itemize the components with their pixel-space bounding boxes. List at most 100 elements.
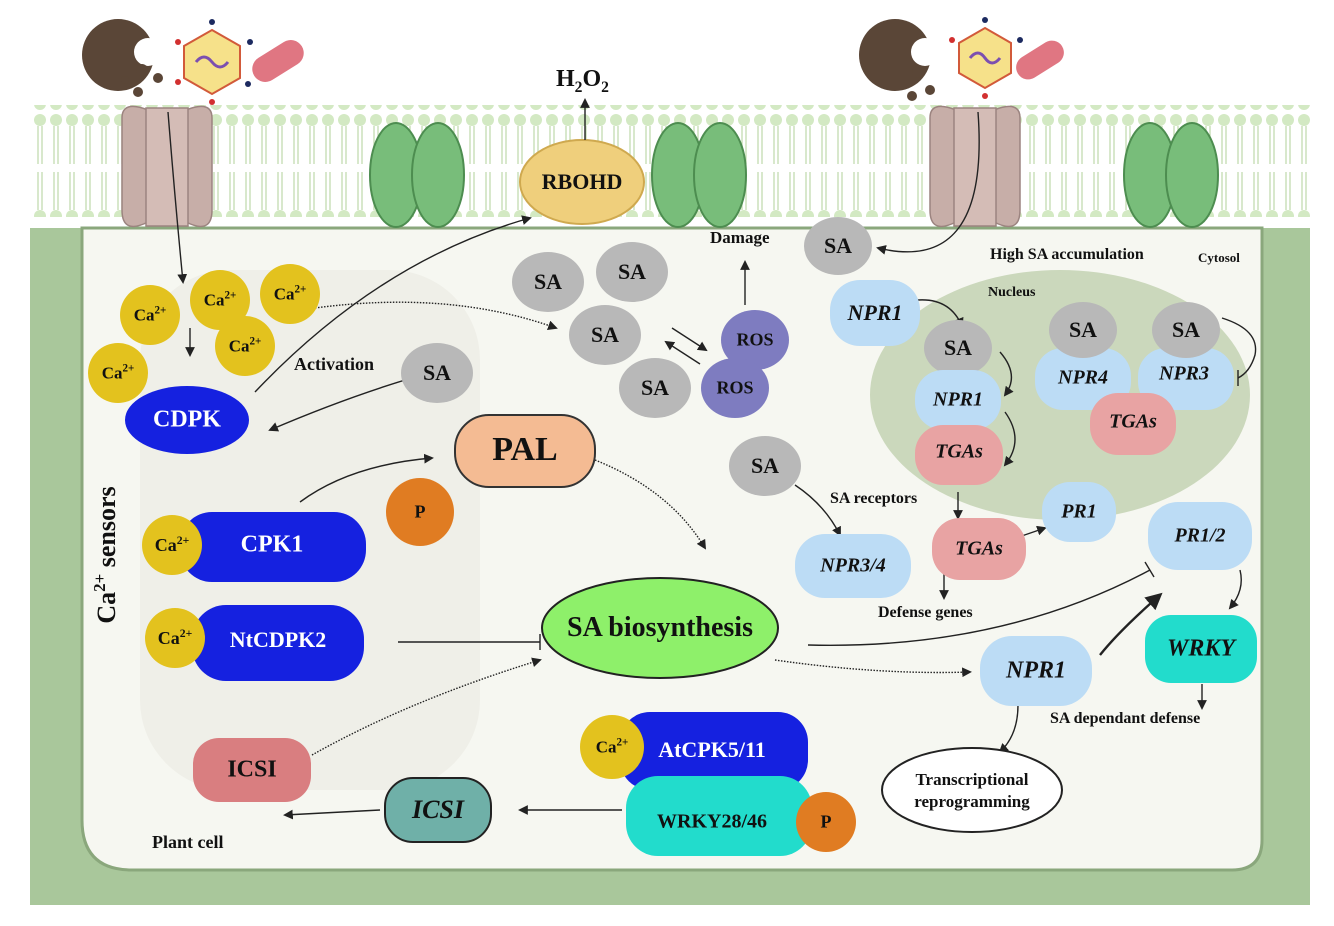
sa-cytosol — [804, 217, 872, 275]
npr1-label: NPR1 — [933, 388, 983, 411]
arrow-pr12-to-wrky — [1228, 569, 1242, 610]
ion-channel-right — [929, 105, 1021, 228]
cytosol-label: Cytosol — [1198, 250, 1240, 265]
arrow-icsi-gene-to-protein — [283, 809, 381, 820]
arrow-sa-npr1-step2 — [1003, 411, 1016, 467]
ca-ion — [190, 270, 250, 330]
cdpk-label: CDPK — [153, 406, 221, 433]
npr1-label: NPR1 — [847, 300, 903, 325]
sa-biosynthesis-label: SA biosynthesis — [567, 612, 753, 643]
pr1-label: PR1 — [1061, 500, 1097, 523]
high-sa-label: High SA accumulation — [990, 246, 1144, 263]
ion-channel-left — [121, 105, 213, 228]
sa-label: SA — [422, 360, 452, 385]
arrow-sa-npr1-step1 — [999, 351, 1014, 397]
sa-label: SA — [750, 453, 780, 478]
arrow-icsi-protein-to-sabio — [311, 657, 542, 756]
ca-label: Ca2+ — [203, 289, 237, 310]
ros-label: ROS — [736, 329, 774, 350]
p-label: P — [820, 811, 832, 832]
arrow-cdpk-to-rbohd — [254, 215, 532, 393]
npr1-cytosol-node — [830, 280, 920, 346]
defense-genes-label: Defense genes — [878, 604, 973, 621]
tgas-nucleus-node — [915, 425, 1003, 485]
sa-label: SA — [640, 375, 670, 400]
arrow-pal-to-sabio — [594, 459, 707, 550]
pr12-label: PR1/2 — [1174, 524, 1226, 547]
ca-ion — [260, 264, 320, 324]
cpk1-node — [180, 512, 366, 582]
membrane-protein-1 — [369, 122, 465, 228]
reprogramming-label: reprogramming — [914, 792, 1030, 811]
sa-receptor-sa — [729, 436, 801, 496]
pr1-node — [1042, 482, 1116, 542]
sa-npr4 — [1049, 302, 1117, 358]
cpk1-label: CPK1 — [240, 531, 304, 558]
pal-node — [454, 414, 596, 488]
sa-dependant-label: SA dependant defense — [1050, 710, 1201, 727]
nucleus-label: Nucleus — [988, 285, 1036, 300]
ntcdpk2-node — [192, 605, 364, 681]
npr4-label: NPR4 — [1058, 366, 1108, 389]
arrow-npr1-to-pr12 — [1099, 592, 1163, 656]
npr34-label: NPR3/4 — [820, 554, 886, 577]
wrky-label: WRKY — [1166, 635, 1236, 662]
ros-label: ROS — [716, 377, 754, 398]
wrky2846-label: WRKY28/46 — [657, 810, 767, 833]
ca-sensors-label: Ca2+ sensors — [90, 486, 121, 624]
arrow-channel-to-sa-cytosol — [876, 111, 980, 255]
icsi-gene-label: ICSI — [411, 795, 465, 824]
effector-molecule-icon — [175, 19, 253, 105]
npr4-node — [1035, 348, 1131, 410]
ca-label: Ca2+ — [154, 534, 190, 555]
sa-receptors-label: SA receptors — [830, 490, 918, 507]
ca-label: Ca2+ — [595, 736, 629, 757]
inhibit-npr3-loop — [1221, 317, 1257, 379]
fungus-icon-right — [859, 19, 939, 101]
arrow-sa-to-cdpk — [268, 379, 406, 432]
p-label: P — [414, 501, 426, 522]
inhibit-sabio-pr12 — [807, 569, 1151, 646]
sa-label: SA — [1171, 317, 1201, 342]
bacterium-icon-right — [1016, 40, 1064, 80]
phosphate-pal — [386, 478, 454, 546]
bacterium-icon — [252, 40, 304, 82]
wrky2846-node — [626, 776, 812, 856]
sa-label: SA — [823, 233, 853, 258]
arrow-cpk1-to-pal — [299, 453, 434, 503]
atcpk-label: AtCPK5/11 — [658, 737, 766, 762]
tgas-label: TGAs — [1109, 410, 1157, 433]
sa-label: SA — [1068, 317, 1098, 342]
sa-label: SA — [943, 335, 973, 360]
atcpk-node — [620, 712, 808, 790]
phosphate-wrky — [796, 792, 856, 852]
icsi-gene-node — [384, 777, 492, 843]
pal-label: PAL — [492, 431, 558, 468]
calcium-ions — [88, 264, 320, 403]
cdpk-node — [125, 386, 249, 454]
activation-label: Activation — [294, 354, 374, 374]
icsi-protein-label: ICSI — [227, 756, 277, 783]
wrky-node — [1145, 615, 1257, 683]
npr3-node — [1138, 348, 1234, 410]
tgas-label: TGAs — [955, 537, 1003, 560]
tgas-label: TGAs — [935, 440, 983, 463]
sa-npr3 — [1152, 302, 1220, 358]
ca-label: Ca2+ — [133, 304, 167, 325]
ca-label: Ca2+ — [101, 362, 135, 383]
sa-pool — [401, 242, 691, 418]
npr1-label: NPR1 — [1006, 657, 1066, 684]
arrow-sa-ros-forward — [671, 327, 708, 352]
ca-atcpk — [580, 715, 644, 779]
sa-biosynthesis-node — [541, 577, 779, 679]
sa-label: SA — [533, 269, 563, 294]
arrow-sabio-to-npr1 — [774, 659, 972, 678]
arrow-sa-ros-back — [664, 340, 701, 365]
rbohd-label: RBOHD — [541, 169, 623, 194]
arrow-channel-to-ca — [167, 111, 188, 284]
damage-label: Damage — [710, 228, 770, 247]
ca-label: Ca2+ — [273, 283, 307, 304]
ntcdpk2-label: NtCDPK2 — [229, 627, 327, 652]
connector-lines — [167, 98, 1257, 820]
